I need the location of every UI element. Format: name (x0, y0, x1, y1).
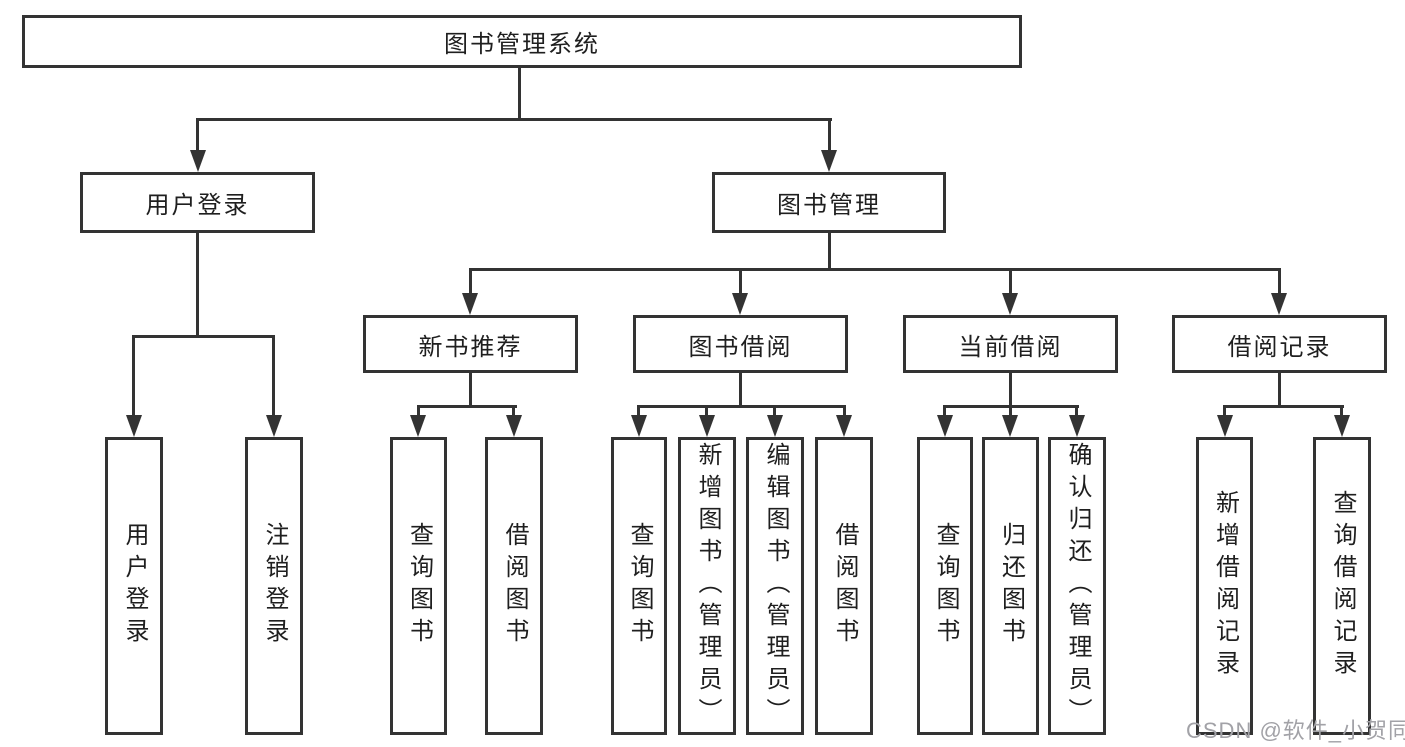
edge-arrowhead-icon (266, 415, 282, 437)
edge-line (843, 405, 846, 415)
edge-line (828, 233, 831, 268)
leaf-user-login: 用户登录 (105, 437, 163, 735)
node-label: 图书借阅 (688, 333, 793, 361)
edge-line (469, 373, 472, 405)
edge-arrowhead-icon (1217, 415, 1233, 437)
edge-line (512, 405, 515, 415)
node-label: 新增图书（管理员） (694, 442, 721, 730)
edge-line (637, 405, 640, 415)
edge-line (705, 405, 708, 415)
node-current-borrowing: 当前借阅 (903, 315, 1118, 373)
leaf-borrow-books-newbook: 借阅图书 (485, 437, 543, 735)
node-label: 图书管理 (777, 192, 881, 219)
edge-arrowhead-icon (190, 150, 206, 172)
edge-arrowhead-icon (1002, 293, 1018, 315)
node-label: 图书管理系统 (444, 31, 600, 58)
edge-line (1278, 373, 1281, 405)
edge-line (1223, 405, 1344, 408)
edge-arrowhead-icon (699, 415, 715, 437)
edge-line (1340, 405, 1343, 415)
edge-line (1223, 405, 1226, 415)
edge-line (417, 405, 517, 408)
leaf-logout: 注销登录 (245, 437, 303, 735)
node-label: 确认归还（管理员） (1064, 442, 1091, 730)
edge-arrowhead-icon (1002, 415, 1018, 437)
edge-line (196, 233, 199, 335)
edge-line (196, 118, 832, 121)
edge-line (272, 335, 275, 415)
edge-line (1278, 268, 1281, 295)
leaf-query-books-borrowing: 查询图书 (611, 437, 667, 735)
node-label: 借阅图书 (501, 522, 528, 650)
edge-line (132, 335, 135, 415)
edge-line (637, 405, 846, 408)
leaf-return-books: 归还图书 (982, 437, 1039, 735)
edge-line (739, 268, 742, 295)
leaf-add-books-admin: 新增图书（管理员） (678, 437, 736, 735)
edge-line (1009, 373, 1012, 405)
edge-line (1009, 268, 1012, 295)
edge-line (773, 405, 776, 415)
edge-arrowhead-icon (506, 415, 522, 437)
edge-arrowhead-icon (767, 415, 783, 437)
edge-arrowhead-icon (821, 150, 837, 172)
node-label: 借阅记录 (1227, 333, 1332, 361)
edge-line (132, 335, 275, 338)
edge-line (469, 268, 472, 295)
edge-line (469, 268, 1281, 271)
edge-arrowhead-icon (836, 415, 852, 437)
leaf-query-books-current: 查询图书 (917, 437, 973, 735)
edge-arrowhead-icon (410, 415, 426, 437)
edge-arrowhead-icon (1334, 415, 1350, 437)
node-label: 编辑图书（管理员） (762, 442, 789, 730)
node-book-borrowing: 图书借阅 (633, 315, 848, 373)
leaf-confirm-return-admin: 确认归还（管理员） (1048, 437, 1106, 735)
edge-arrowhead-icon (126, 415, 142, 437)
edge-line (1009, 405, 1012, 415)
node-new-book-recommend: 新书推荐 (363, 315, 578, 373)
edge-arrowhead-icon (1069, 415, 1085, 437)
edge-line (739, 373, 742, 405)
edge-line (943, 405, 946, 415)
node-label: 查询图书 (405, 522, 433, 650)
edge-line (417, 405, 420, 415)
node-user-login: 用户登录 (80, 172, 315, 233)
leaf-borrow-books-borrowing: 借阅图书 (815, 437, 873, 735)
edge-line (1075, 405, 1078, 415)
edge-arrowhead-icon (462, 293, 478, 315)
node-book-management: 图书管理 (712, 172, 946, 233)
node-label: 查询借阅记录 (1329, 490, 1356, 682)
node-label: 用户登录 (121, 522, 148, 650)
edge-line (518, 68, 521, 118)
node-label: 新书推荐 (418, 333, 523, 361)
edge-arrowhead-icon (1271, 293, 1287, 315)
node-label: 新增借阅记录 (1211, 490, 1239, 682)
leaf-query-borrow-record: 查询借阅记录 (1313, 437, 1371, 735)
edge-arrowhead-icon (732, 293, 748, 315)
edge-arrowhead-icon (937, 415, 953, 437)
node-label: 归还图书 (997, 522, 1025, 650)
node-book-management-system: 图书管理系统 (22, 15, 1022, 68)
leaf-edit-books-admin: 编辑图书（管理员） (746, 437, 804, 735)
edge-line (196, 118, 199, 152)
leaf-add-borrow-record: 新增借阅记录 (1196, 437, 1253, 735)
node-borrowing-records: 借阅记录 (1172, 315, 1387, 373)
node-label: 用户登录 (145, 192, 250, 219)
leaf-query-books-newbook: 查询图书 (390, 437, 447, 735)
node-label: 当前借阅 (958, 333, 1063, 361)
node-label: 注销登录 (261, 522, 288, 650)
node-label: 借阅图书 (831, 522, 858, 650)
watermark-text: CSDN @软件_小贺同学 (1186, 718, 1405, 743)
edge-line (828, 118, 831, 152)
node-label: 查询图书 (626, 522, 653, 650)
edge-arrowhead-icon (631, 415, 647, 437)
node-label: 查询图书 (932, 522, 959, 650)
